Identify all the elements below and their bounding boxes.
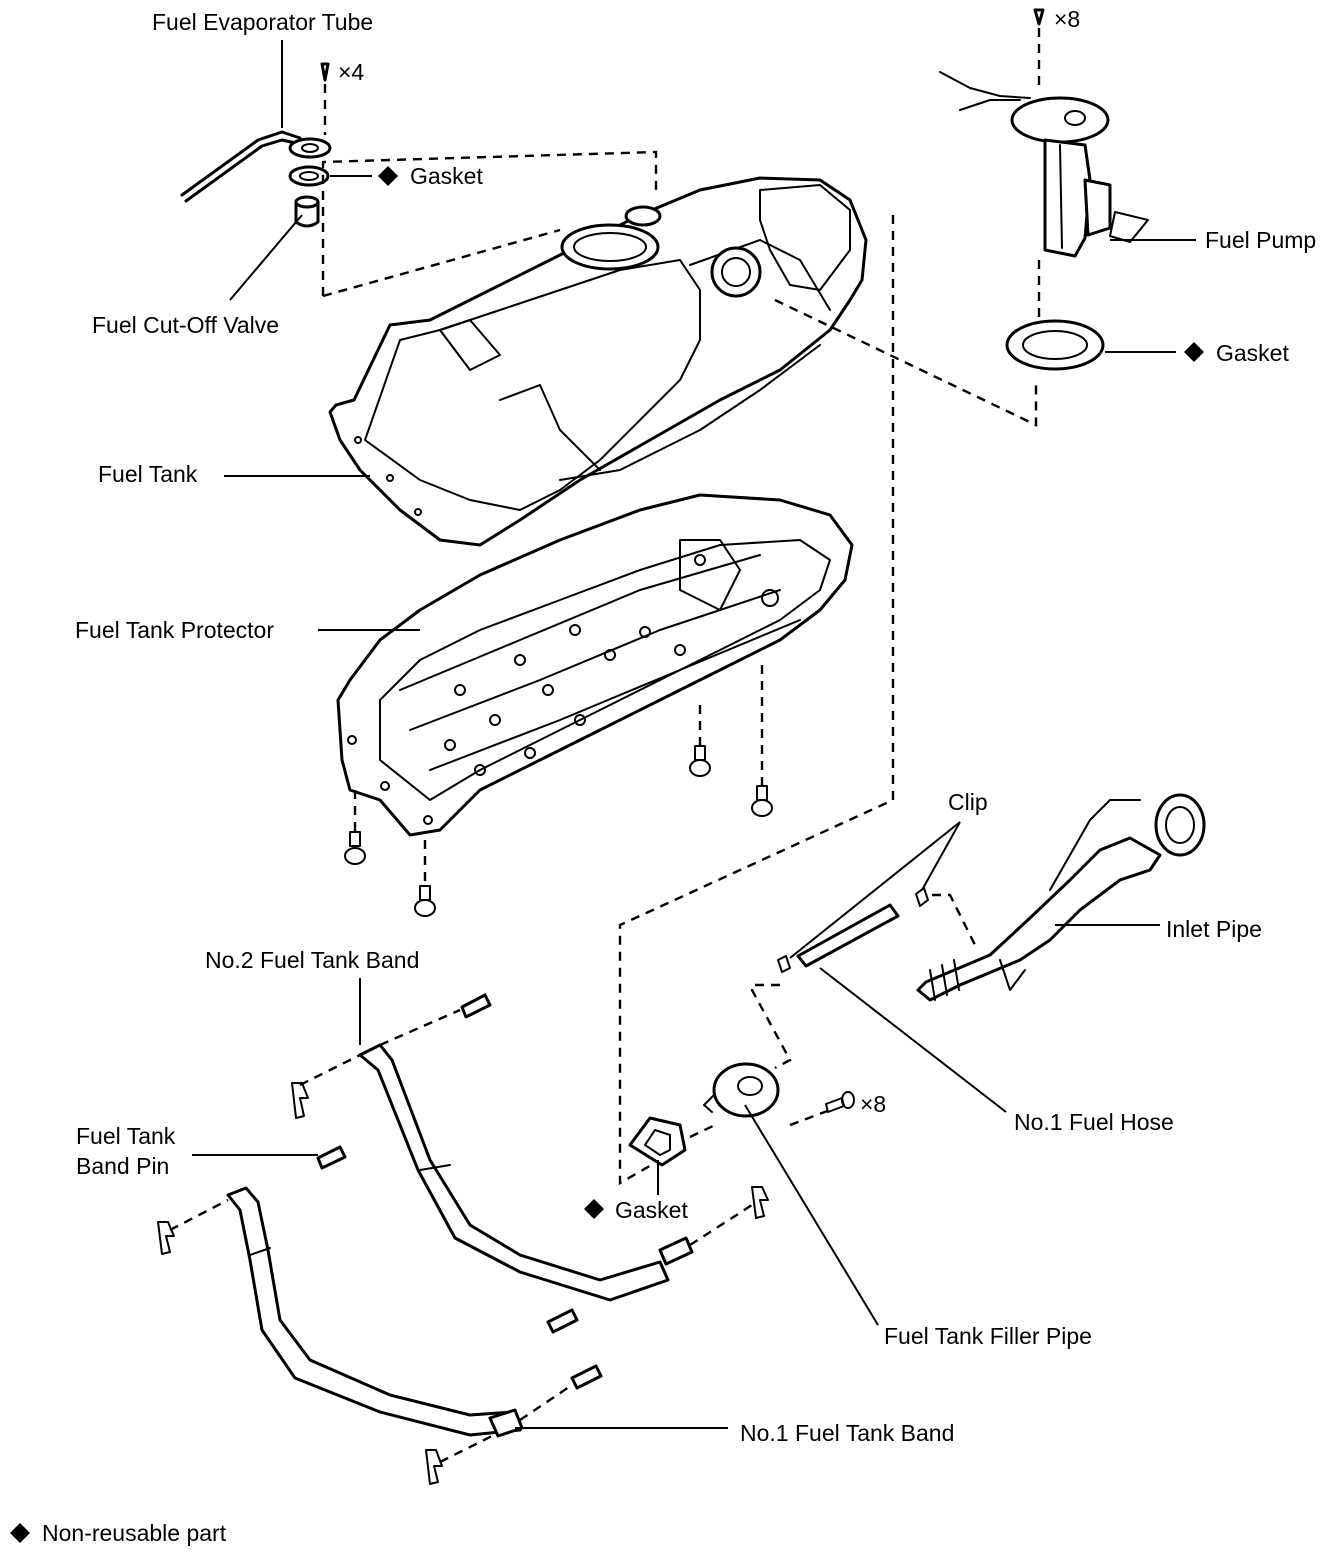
label-screw-x4: ×4 — [338, 59, 364, 85]
label-clip: Clip — [948, 789, 988, 815]
band-clips-part — [157, 1082, 769, 1485]
label-gasket-pump: Gasket — [1216, 340, 1289, 366]
label-gasket-top: Gasket — [410, 163, 483, 189]
legend-non-reusable: Non-reusable part — [42, 1520, 227, 1546]
fuel-pump-part — [939, 71, 1149, 258]
label-fuel-tank-band-pin-2: Band Pin — [76, 1153, 169, 1179]
diamond-icon — [584, 1199, 604, 1219]
screw-top-right-part — [1033, 8, 1045, 26]
label-fuel-tank: Fuel Tank — [98, 461, 198, 487]
fuel-tank-protector-part — [336, 493, 854, 837]
no2-fuel-tank-band-part — [358, 1043, 694, 1302]
label-no2-fuel-tank-band: No.2 Fuel Tank Band — [205, 947, 419, 973]
diamond-icon — [10, 1523, 30, 1543]
diamond-icon — [378, 166, 398, 186]
fuel-tank-part — [328, 176, 868, 547]
label-screw-x8-top: ×8 — [1054, 6, 1080, 32]
no1-fuel-hose-part — [796, 903, 900, 968]
label-no1-fuel-tank-band: No.1 Fuel Tank Band — [740, 1420, 954, 1446]
screw-top-left-part — [320, 62, 330, 82]
diamond-icon — [1184, 342, 1204, 362]
label-fuel-tank-filler-pipe: Fuel Tank Filler Pipe — [884, 1323, 1092, 1349]
label-gasket-filler: Gasket — [615, 1197, 688, 1223]
label-fuel-tank-protector: Fuel Tank Protector — [75, 617, 274, 643]
band-pins-part — [316, 993, 603, 1390]
label-fuel-cut-off-valve: Fuel Cut-Off Valve — [92, 312, 279, 338]
label-no1-fuel-hose: No.1 Fuel Hose — [1014, 1109, 1174, 1135]
fuel-tank-filler-pipe-part — [703, 1062, 780, 1118]
gasket-filler-part — [628, 1116, 687, 1167]
label-fuel-pump: Fuel Pump — [1205, 227, 1316, 253]
label-fuel-tank-band-pin-1: Fuel Tank — [76, 1123, 176, 1149]
label-inlet-pipe: Inlet Pipe — [1166, 916, 1262, 942]
fuel-evaporator-tube-part — [180, 130, 332, 203]
no1-fuel-tank-band-part — [226, 1186, 524, 1438]
gasket-top-part — [288, 165, 330, 187]
clip-part — [777, 887, 929, 973]
inlet-pipe-part — [916, 793, 1206, 1002]
protector-bolts-part — [344, 665, 773, 917]
filler-screw-part — [825, 1091, 855, 1113]
label-screw-x8-filler: ×8 — [860, 1091, 886, 1117]
label-fuel-evaporator-tube: Fuel Evaporator Tube — [152, 9, 373, 35]
leader-lines — [192, 40, 1196, 1429]
gasket-pump-part — [1005, 319, 1105, 371]
fuel-cut-off-valve-part — [294, 195, 320, 228]
